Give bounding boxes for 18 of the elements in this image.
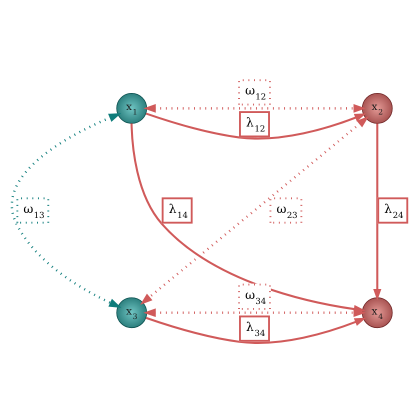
- edge-label: λ$_{34}$: [246, 319, 266, 338]
- arrow: [146, 316, 366, 344]
- arrow: [11, 112, 122, 308]
- node-circle: x$_{4}$: [362, 296, 393, 328]
- arrow: [373, 123, 382, 300]
- edge-label: λ$_{12}$: [246, 115, 266, 134]
- arrow: [143, 308, 366, 317]
- edge-label: ω$_{12}$: [245, 83, 266, 102]
- edge-label: ω$_{23}$: [276, 201, 298, 220]
- arrow: [143, 104, 366, 112]
- node-circle: x$_{2}$: [362, 92, 393, 124]
- node-circle: x$_{3}$: [116, 296, 148, 328]
- arrow: [146, 112, 366, 140]
- edge-label: ω$_{34}$: [245, 288, 266, 306]
- edge-label: λ$_{14}$: [168, 201, 188, 220]
- edge-label: ω$_{13}$: [23, 201, 44, 220]
- edge-label: λ$_{24}$: [384, 201, 404, 220]
- node-circle: x$_{1}$: [116, 92, 148, 124]
